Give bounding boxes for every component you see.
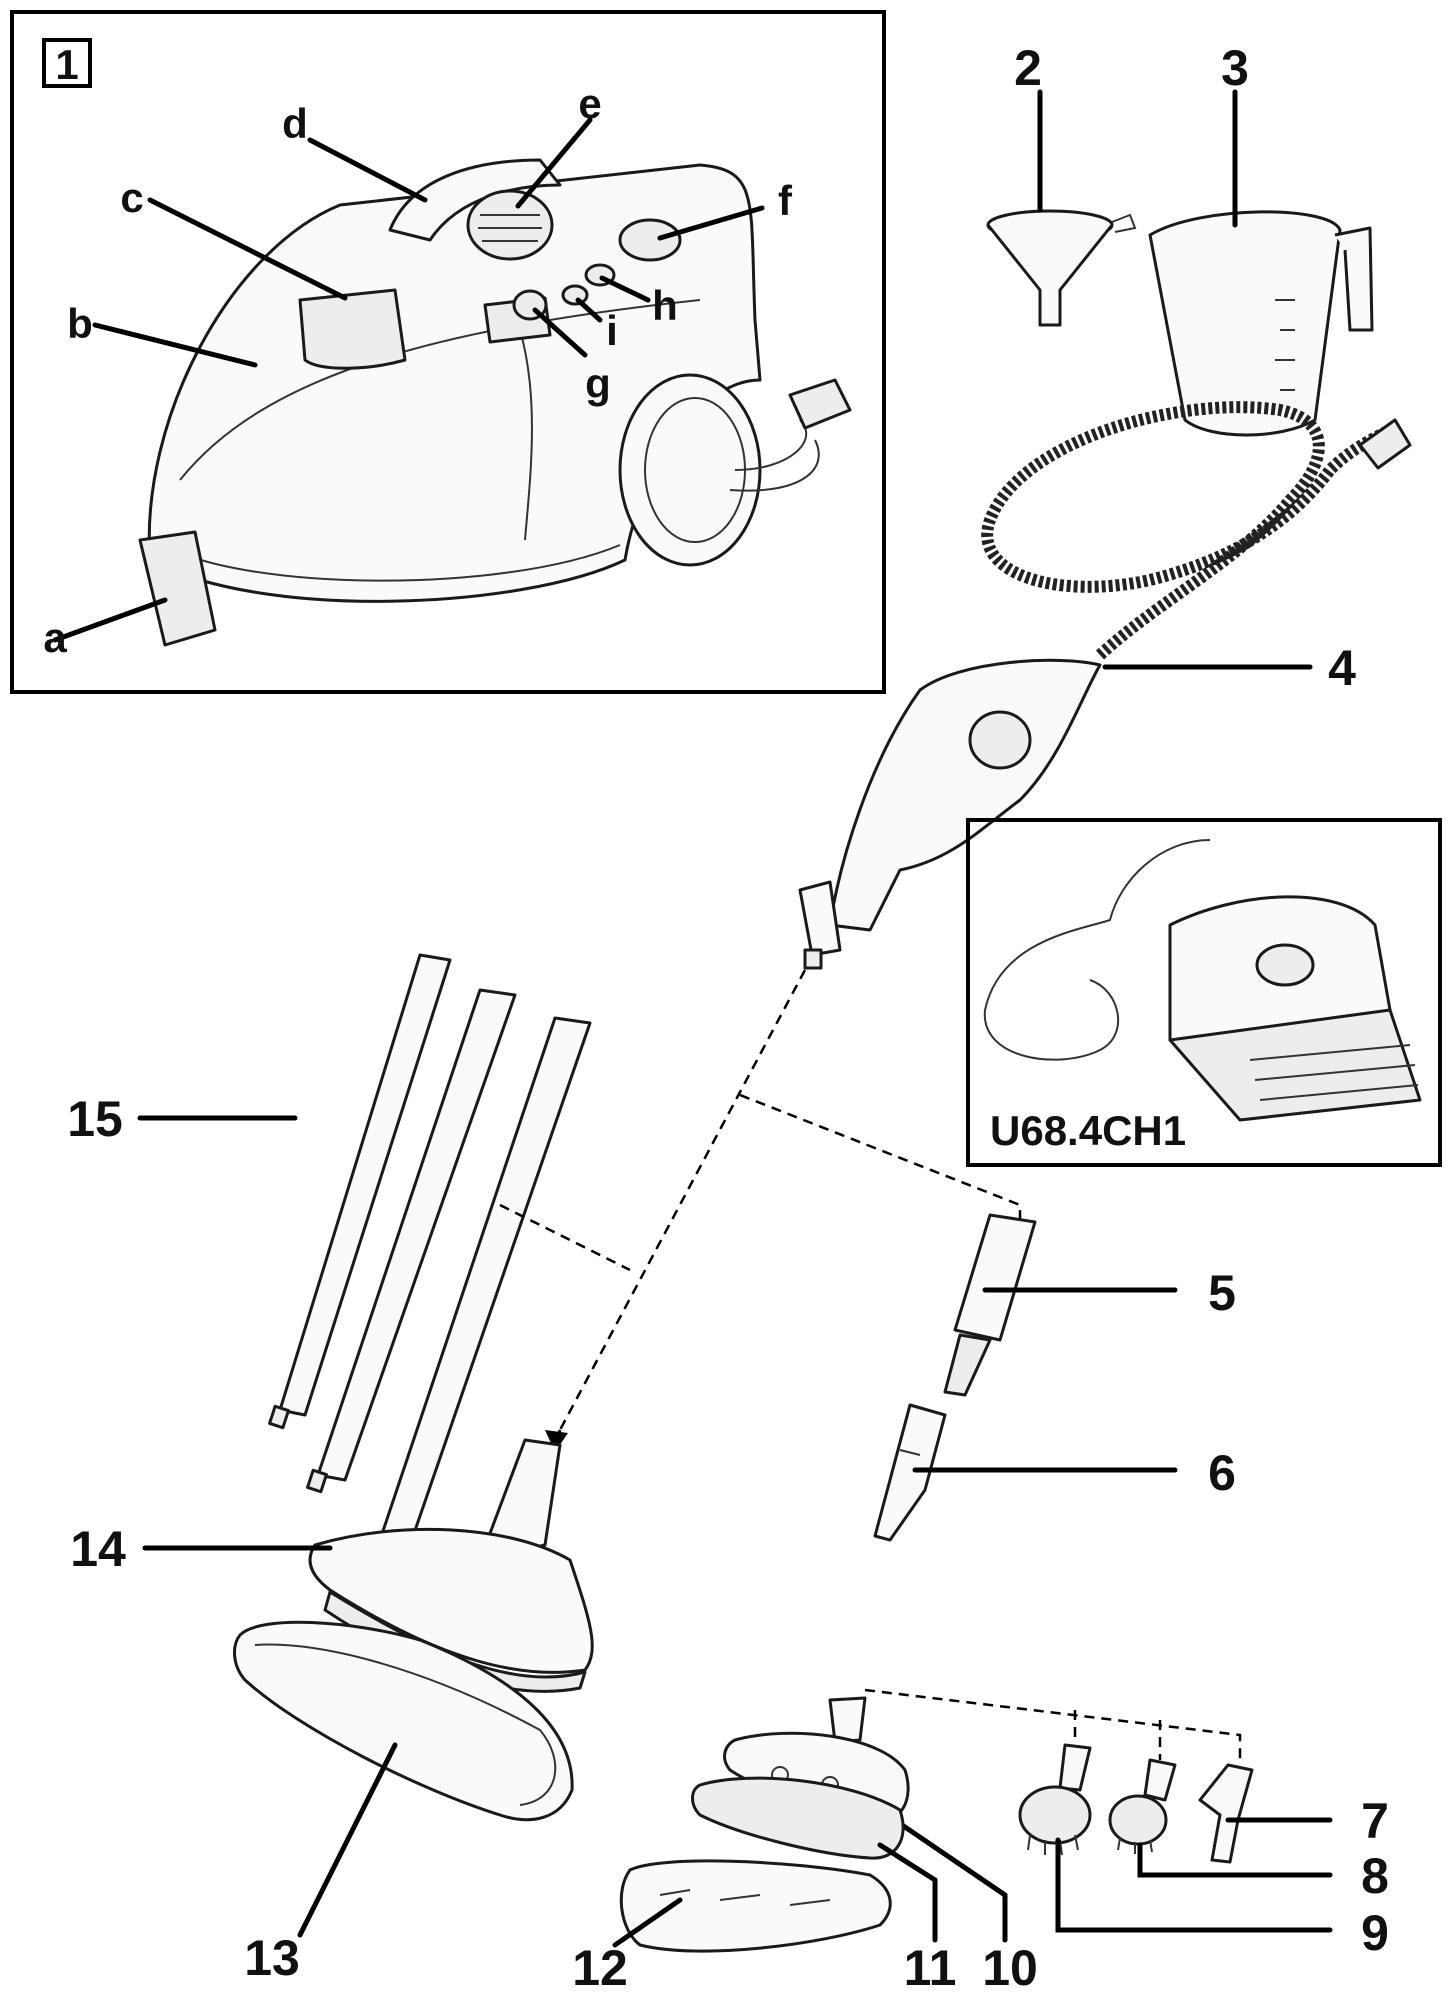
number-5: 5 (1208, 1265, 1236, 1321)
label-c: c (120, 174, 143, 221)
number-11: 11 (904, 1940, 957, 1996)
number-7: 7 (1361, 1793, 1389, 1849)
label-f: f (778, 177, 793, 224)
number-8: 8 (1361, 1848, 1389, 1904)
assembly-line-handle-to-5 (739, 1093, 1022, 1225)
number-3: 3 (1221, 40, 1249, 96)
leader-i (575, 297, 603, 323)
figure-number: 1 (55, 41, 78, 88)
leader-d (307, 137, 428, 203)
label-a: a (43, 614, 67, 661)
leader-9 (1055, 1837, 1333, 1933)
number-12: 12 (572, 1940, 628, 1996)
assembly-arrow-head (545, 1430, 568, 1452)
steam-iron (983, 839, 1422, 1122)
steamer-frame (10, 10, 886, 694)
concentrator-nozzle (873, 1403, 947, 1542)
assembly-line-accessories (864, 1688, 1242, 1760)
leader-b (92, 322, 258, 368)
round-brush-small (1108, 1758, 1177, 1854)
extension-tubes (268, 953, 592, 1560)
measuring-jug (1148, 210, 1374, 437)
funnel (986, 209, 1137, 327)
label-h: h (652, 282, 678, 329)
leader-a (52, 597, 168, 643)
leader-8 (1137, 1842, 1333, 1878)
steam-hose (981, 401, 1412, 660)
leader-e (515, 117, 593, 209)
scraper-plate (619, 1859, 892, 1953)
iron-inset-frame (966, 818, 1442, 1167)
number-13: 13 (244, 1930, 300, 1986)
iron-model-label: U68.4CH1 (990, 1107, 1186, 1154)
number-15: 15 (67, 1091, 123, 1147)
leader-12 (612, 1897, 683, 1948)
figure-number-box (42, 38, 92, 88)
leader-g (532, 307, 588, 358)
angled-nozzle (1198, 1763, 1254, 1864)
steam-generator (138, 158, 852, 647)
leader-c (147, 197, 348, 301)
label-g: g (585, 360, 611, 407)
leader-f (657, 205, 765, 241)
small-floor-cloth (691, 1776, 905, 1860)
label-d: d (282, 100, 308, 147)
label-i: i (606, 307, 618, 354)
assembly-line-tubes (499, 1203, 631, 1272)
number-2: 2 (1014, 40, 1042, 96)
number-9: 9 (1361, 1905, 1389, 1961)
number-10: 10 (982, 1940, 1038, 1996)
adapter (943, 1213, 1037, 1397)
steam-handle (798, 658, 1102, 970)
leader-13 (297, 1742, 398, 1938)
number-4: 4 (1328, 640, 1356, 696)
round-brush-large (1018, 1743, 1092, 1856)
assembly-line-handle-to-nozzle (558, 969, 807, 1431)
leader-11-a (877, 1842, 938, 1883)
number-6: 6 (1208, 1445, 1236, 1501)
label-e: e (578, 80, 601, 127)
leader-h (599, 275, 651, 303)
floor-cloth (233, 1620, 574, 1822)
label-b: b (67, 300, 93, 347)
number-14: 14 (70, 1521, 126, 1577)
